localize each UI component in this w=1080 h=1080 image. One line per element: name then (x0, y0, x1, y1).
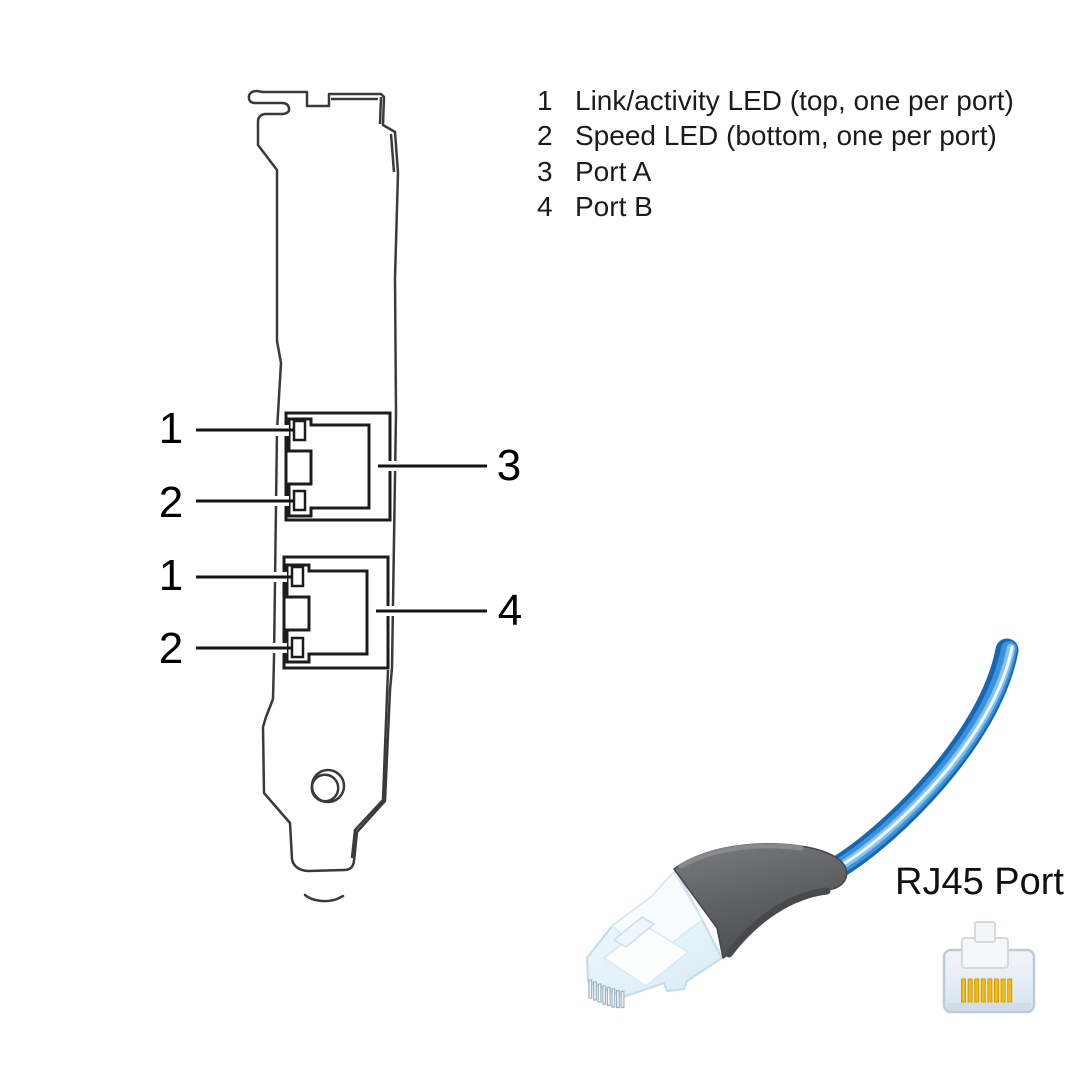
port-a-cutout (284, 411, 392, 522)
legend-item-text: Port A (575, 155, 652, 187)
legend-item-text: Link/activity LED (top, one per port) (575, 85, 1014, 116)
callout-label-port-b: 4 (497, 586, 523, 635)
legend-item-text: Port B (575, 191, 653, 223)
callout-label-port-a: 3 (496, 441, 522, 490)
bracket-body-path (247, 89, 400, 873)
rj45-icon-pins (961, 978, 1013, 1003)
port-a-jack (287, 417, 371, 518)
port-b-group (282, 555, 390, 670)
legend: 1 Link/activity LED (top, one per port) … (537, 83, 1014, 225)
bottom-swoosh (303, 893, 345, 903)
legend-row: 3 Port A (537, 154, 1014, 189)
cable-boot (673, 843, 848, 959)
screw-hole-inner (310, 773, 340, 803)
port-b-jack (285, 563, 369, 664)
rj45-cable-illustration (586, 638, 1019, 1009)
rj45-plug (586, 869, 723, 1009)
rj45-icon-plug-tab (974, 921, 996, 943)
cable-boot-shadow (725, 887, 831, 958)
legend-item-number: 1 (537, 85, 553, 116)
legend-item-text: Speed LED (bottom, one per port) (575, 120, 997, 152)
cable (828, 638, 1019, 878)
rj45-plug-latch (612, 916, 656, 948)
legend-item-number: 4 (537, 191, 553, 223)
legend-row: 2 Speed LED (bottom, one per port) (537, 118, 1014, 153)
bracket-outline (247, 89, 400, 903)
cable-highlight (843, 645, 1014, 865)
rj45-port-label: RJ45 Port (895, 861, 1064, 903)
rj45-plug-pins (588, 979, 625, 1009)
legend-row: 4 Port B (537, 189, 1014, 224)
callout-label-port-b-led-bottom: 2 (158, 624, 184, 673)
legend-item-number: 3 (537, 155, 553, 187)
cable-boot-highlight (678, 843, 804, 869)
legend-item-number: 2 (537, 120, 553, 152)
port-b-cutout (282, 555, 390, 670)
callout-lines (196, 428, 487, 650)
cable-outer (828, 638, 1019, 878)
rj45-icon-bottom-shade (947, 1003, 1031, 1010)
callout-label-port-b-led-top: 1 (158, 551, 184, 600)
bracket-edge-thickness-right-upper (378, 96, 396, 173)
callout-label-port-a-led-top: 1 (158, 404, 184, 453)
rj45-port-icon (942, 921, 1036, 1014)
port-a-group (284, 411, 392, 522)
callout-label-port-a-led-bottom: 2 (158, 478, 184, 527)
bracket-edge-thickness-right-lower (350, 669, 390, 859)
legend-row: 1 Link/activity LED (top, one per port) (537, 83, 1014, 118)
